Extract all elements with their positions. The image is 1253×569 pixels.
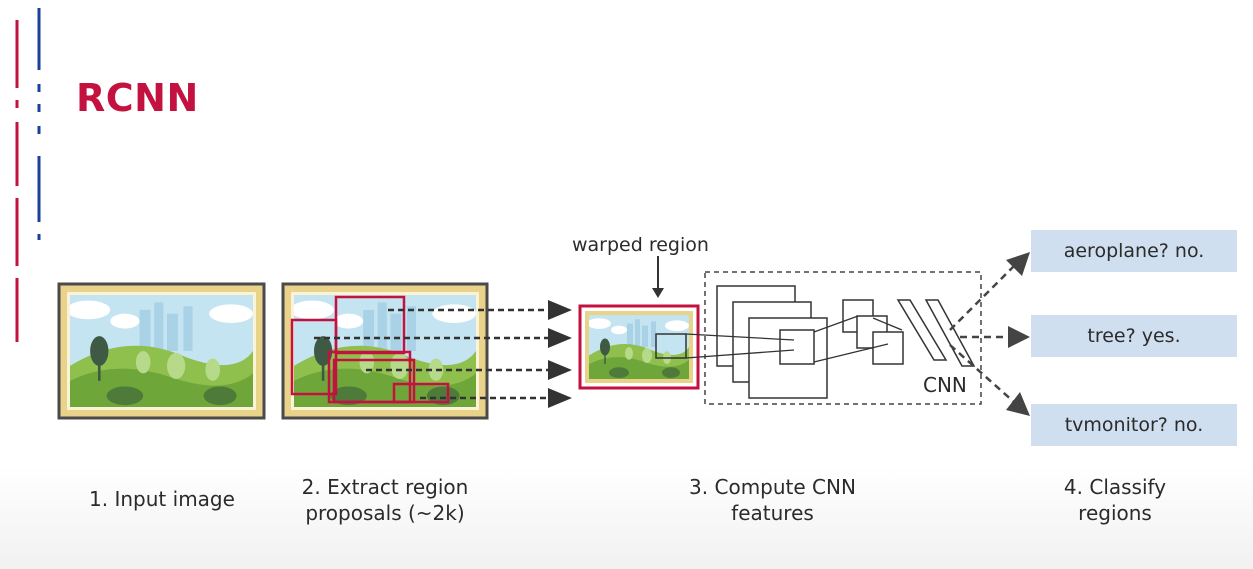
step-caption-3: 3. Compute CNN features xyxy=(665,474,880,526)
proposal-box xyxy=(290,318,338,396)
step-caption-4-line1: 4. Classify xyxy=(1063,475,1167,499)
step-caption-3-line2: features xyxy=(731,501,814,525)
cnn-label: CNN xyxy=(923,373,967,397)
proposal-box xyxy=(332,358,416,404)
proposal-box xyxy=(392,382,450,404)
region-proposals-image xyxy=(281,282,489,420)
step-caption-2: 2. Extract region proposals (~2k) xyxy=(280,474,490,526)
proposal-arrows xyxy=(314,308,548,400)
cnn-dashed-box xyxy=(704,271,982,405)
step-caption-1: 1. Input image xyxy=(62,486,262,512)
class-box-tvmonitor: tvmonitor? no. xyxy=(1031,404,1237,446)
warped-region-image xyxy=(578,304,700,390)
step-caption-4: 4. Classify regions xyxy=(1030,474,1200,526)
classification-arrowheads xyxy=(1006,252,1030,416)
arrowheads xyxy=(548,300,572,408)
step-caption-3-line1: 3. Compute CNN xyxy=(689,475,856,499)
step-caption-2-line2: proposals (~2k) xyxy=(305,501,465,525)
step-caption-1-line1: 1. Input image xyxy=(89,487,235,511)
class-box-tree: tree? yes. xyxy=(1031,315,1237,357)
warped-region-label: warped region xyxy=(572,234,709,256)
decorative-side-lines xyxy=(15,8,41,342)
slide-title: RCNN xyxy=(76,76,199,120)
step-caption-4-line2: regions xyxy=(1078,501,1152,525)
step-caption-2-line1: 2. Extract region xyxy=(301,475,469,499)
cnn-layers xyxy=(716,285,976,399)
warped-region-pointer-head xyxy=(652,288,664,298)
classification-arrows xyxy=(949,265,1015,403)
input-image xyxy=(57,282,266,420)
class-box-aeroplane: aeroplane? no. xyxy=(1031,230,1237,272)
cnn-connections xyxy=(685,315,903,363)
